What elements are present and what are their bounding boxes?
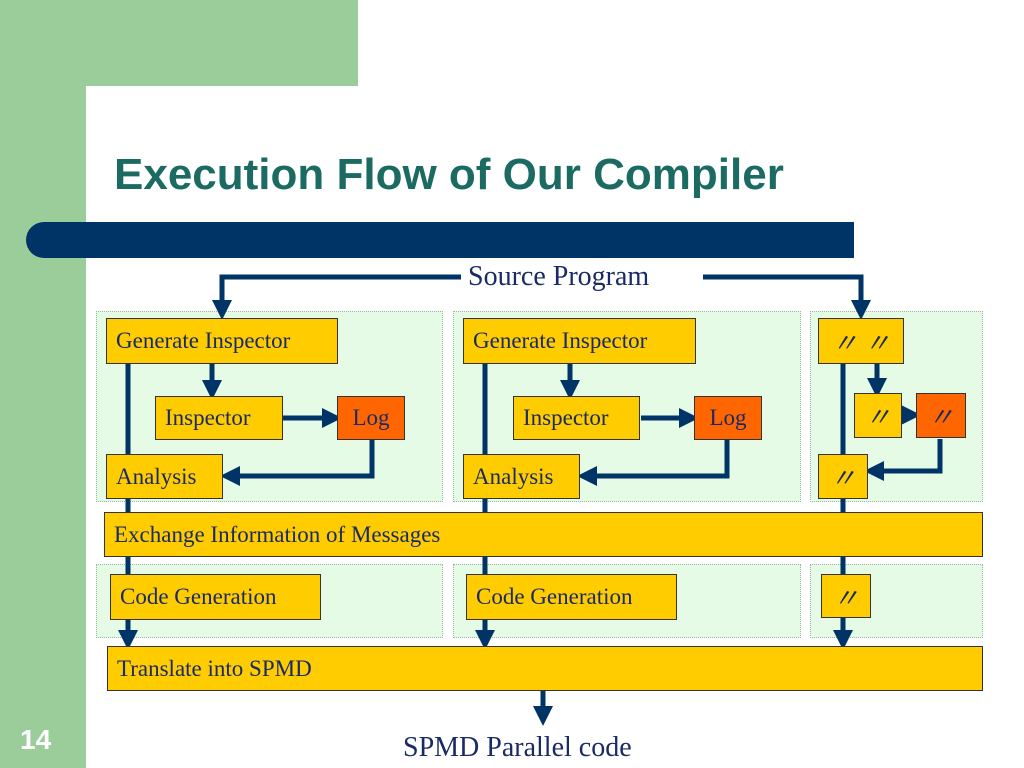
col1-inspector-box: Inspector (155, 396, 283, 440)
page-number: 14 (20, 724, 52, 755)
col1-log-to-analysis-arrow (220, 440, 375, 486)
col3-log-box: 〃 (916, 393, 966, 438)
col2-log-box: Log (694, 396, 762, 440)
col2-generate-inspector-box: Generate Inspector (463, 318, 696, 364)
title-underline-bar (26, 222, 854, 258)
col3-inspector-box: 〃 (854, 393, 902, 438)
col2-analysis-box: Analysis (463, 454, 580, 499)
source-to-column-1-arrow (212, 274, 461, 320)
col3-code-generation-box: 〃 (821, 574, 871, 618)
col2-log-to-analysis-arrow (577, 440, 730, 486)
col2-code-generation-box: Code Generation (466, 574, 677, 620)
col1-generate-inspector-box: Generate Inspector (106, 318, 338, 364)
exchange-information-bar: Exchange Information of Messages (104, 512, 983, 557)
spmd-parallel-code-label: SPMD Parallel code (403, 732, 632, 763)
slide-title: Execution Flow of Our Compiler (114, 150, 784, 199)
col1-log-box: Log (337, 396, 405, 440)
green-top-band (86, 0, 358, 86)
col3-log-to-analysis-arrow (864, 439, 943, 481)
col1-code-generation-box: Code Generation (110, 574, 321, 620)
source-program-label: Source Program (468, 261, 650, 292)
translate-into-spmd-bar: Translate into SPMD (107, 646, 983, 691)
col3-analysis-box: 〃 (818, 454, 868, 499)
col3-generate-inspector-box: 〃 〃 (818, 318, 904, 364)
col1-analysis-box: Analysis (106, 454, 223, 499)
col2-inspector-box: Inspector (513, 396, 640, 440)
green-side-band (0, 0, 86, 768)
source-to-column-3-arrow (703, 274, 871, 320)
